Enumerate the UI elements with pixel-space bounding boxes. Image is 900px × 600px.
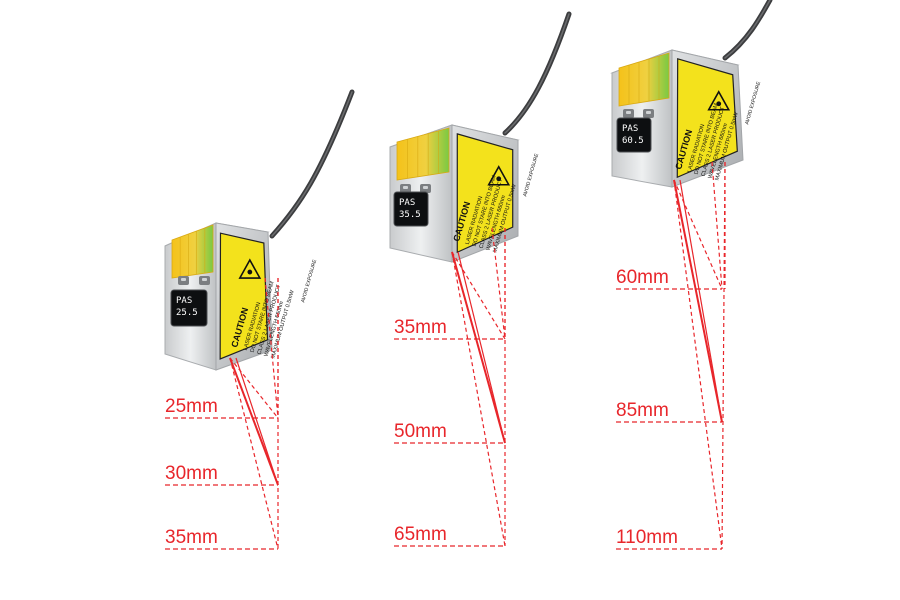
caution-footer: AVOID EXPOSURE <box>744 80 762 125</box>
laser-beam <box>673 179 723 423</box>
sensor-button-face <box>403 186 408 189</box>
sensor-button-face <box>181 278 186 281</box>
sensor-cable-highlight <box>724 0 771 59</box>
caution-footer: AVOID EXPOSURE <box>522 152 540 197</box>
distance-label: 85mm <box>616 400 669 421</box>
beam-far <box>673 179 723 550</box>
beam-far <box>229 357 279 550</box>
caution-label <box>219 232 269 360</box>
caution-label <box>456 133 514 254</box>
beam-near <box>229 357 279 419</box>
distance-label: 65mm <box>394 524 447 545</box>
sensor-cable <box>269 89 355 239</box>
oled-display <box>616 117 652 153</box>
laser-beam <box>451 251 506 444</box>
oled-text-line: 60.5 <box>622 136 644 146</box>
sensor-cable <box>502 11 572 136</box>
sensor-cable-highlight <box>504 13 570 134</box>
laser-beam-edge <box>235 357 279 486</box>
sensor-button-face <box>646 111 651 114</box>
sensor-button-face <box>626 111 631 114</box>
distance-label: 110mm <box>616 527 678 548</box>
laser-beam-edge <box>679 179 723 423</box>
oled-text-line: PAS <box>622 124 638 134</box>
distance-label: 50mm <box>394 421 447 442</box>
laser-warning-icon <box>707 90 731 111</box>
oled-display <box>393 191 429 227</box>
laser-warning-icon <box>238 258 262 279</box>
sensor-button-face <box>202 278 207 281</box>
beam-near <box>673 179 723 290</box>
laser-warning-icon <box>487 165 511 186</box>
beam-far <box>451 251 506 547</box>
oled-text-line: 25.5 <box>176 308 198 318</box>
caution-footer: AVOID EXPOSURE <box>300 258 318 303</box>
laser-beam <box>229 357 279 486</box>
receiver-near <box>264 277 279 419</box>
distance-label: 60mm <box>616 267 669 288</box>
laser-warning-dot <box>496 176 502 182</box>
sensor-button-face <box>423 186 428 189</box>
sensor-cable-highlight <box>271 91 353 237</box>
distance-label: 35mm <box>165 527 218 548</box>
distance-label: 35mm <box>394 317 447 338</box>
distance-label: 30mm <box>165 463 218 484</box>
led-indicator <box>171 224 214 279</box>
oled-text-line: 35.5 <box>399 210 421 220</box>
laser-warning-dot <box>247 269 253 275</box>
oled-text-line: PAS <box>176 296 192 306</box>
receiver-near <box>491 227 506 340</box>
caution-label <box>676 58 738 179</box>
receiver-near <box>711 161 723 290</box>
distance-label: 25mm <box>165 396 218 417</box>
beam-near <box>451 251 506 340</box>
oled-text-line: PAS <box>399 198 415 208</box>
laser-warning-dot <box>716 101 722 107</box>
oled-display <box>170 289 208 327</box>
led-indicator <box>618 52 670 107</box>
laser-beam-edge <box>457 251 506 444</box>
led-indicator <box>396 127 450 181</box>
sensor-cable <box>722 0 773 61</box>
